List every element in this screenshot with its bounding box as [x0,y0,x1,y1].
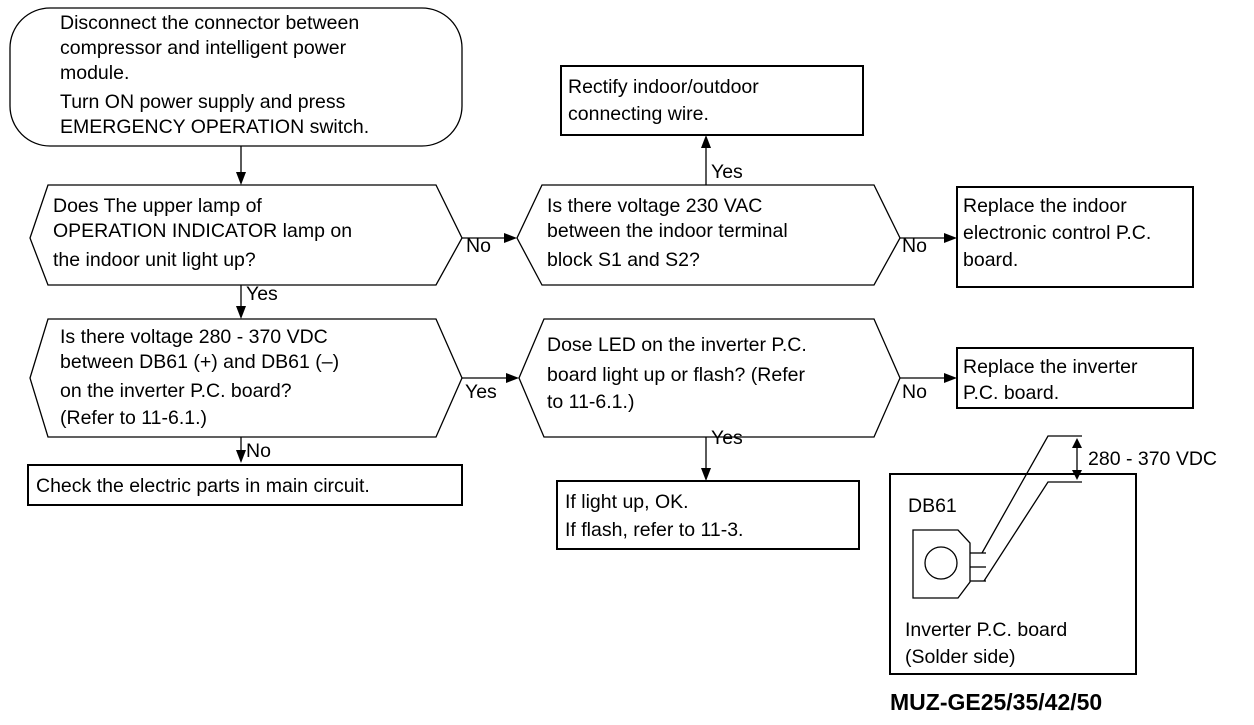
inverter-board-figure: DB61 280 - 370 VDC Inverter P.C. board (… [889,435,1217,675]
decision-voltage-ac-outline [516,184,901,286]
box-replace-inverter-text: Replace the inverter P.C. board. [963,356,1143,404]
start-terminal: Disconnect the connector between compres… [9,7,463,147]
decision-led-line-3: to 11-6.1.) [547,391,634,413]
label-no-led: No [902,381,927,403]
box-result-line-1: If light up, OK. [565,491,689,513]
box-rectify-line-2: connecting wire. [568,103,709,125]
db61-component-icon [912,529,986,599]
decision-voltage-ac: Is there voltage 230 VAC between the ind… [516,184,901,286]
decision-voltage-ac-line-3: block S1 and S2? [547,249,700,271]
board-voltage-label: 280 - 370 VDC [1088,448,1217,470]
board-caption-line-2: (Solder side) [905,646,1016,668]
start-line-3: module. [60,62,129,84]
label-no-voltage-ac: No [902,235,927,257]
decision-voltage-dc-line-4: (Refer to 11-6.1.) [60,407,207,429]
decision-voltage-ac-text: Is there voltage 230 VAC between the ind… [547,195,793,271]
start-line-5: EMERGENCY OPERATION switch. [60,116,369,138]
connector-lamp-yes: Yes [236,283,278,319]
box-replace-indoor-line-1: Replace the indoor [963,195,1127,217]
box-check: Check the electric parts in main circuit… [27,464,463,506]
decision-lamp: Does The upper lamp of OPERATION INDICAT… [29,184,463,286]
box-result-outline [556,480,860,550]
box-replace-indoor-text: Replace the indoor electronic control P.… [963,195,1157,271]
box-replace-indoor-outline [956,186,1194,288]
probe-lead-positive [981,435,1082,554]
decision-voltage-dc-line-2: between DB61 (+) and DB61 (–) [60,351,339,373]
probe-lead-negative [983,481,1082,582]
board-component-label: DB61 [908,495,957,517]
start-line-1: Disconnect the connector between [60,12,359,34]
probe-leads [981,435,1082,582]
connector-voltage-ac-no: No [900,233,957,257]
box-rectify-outline [560,65,864,136]
connector-start-to-lamp [236,146,246,185]
box-replace-inverter: Replace the inverter P.C. board. [956,347,1194,409]
box-replace-inverter-outline [956,347,1194,409]
board-caption: Inverter P.C. board (Solder side) [905,619,1073,668]
label-yes-led: Yes [711,427,743,449]
decision-lamp-line-2: OPERATION INDICATOR lamp on [53,220,352,242]
label-no-lamp: No [466,235,491,257]
connector-voltage-dc-no: No [236,437,271,463]
decision-voltage-ac-line-2: between the indoor terminal [547,220,788,242]
box-rectify-line-1: Rectify indoor/outdoor [568,76,759,98]
box-replace-indoor: Replace the indoor electronic control P.… [956,186,1194,288]
db61-hole [924,546,958,580]
decision-lamp-line-3: the indoor unit light up? [53,249,256,271]
decision-led-outline [518,318,901,438]
decision-voltage-dc-text: Is there voltage 280 - 370 VDC between D… [60,326,345,429]
box-replace-inverter-line-2: P.C. board. [963,382,1059,404]
decision-led: Dose LED on the inverter P.C. board ligh… [518,318,901,438]
box-result-text: If light up, OK. If flash, refer to 11-3… [565,491,743,541]
label-yes-voltage-ac: Yes [711,161,743,183]
box-rectify: Rectify indoor/outdoor connecting wire. [560,65,864,136]
box-result-line-2: If flash, refer to 11-3. [565,519,743,541]
box-replace-indoor-line-3: board. [963,249,1018,271]
decision-lamp-line-1: Does The upper lamp of [53,195,262,217]
start-terminal-text: Disconnect the connector between compres… [60,12,369,138]
decision-lamp-outline [29,184,463,286]
decision-voltage-ac-line-1: Is there voltage 230 VAC [547,195,762,217]
box-check-outline [27,464,463,506]
label-no-voltage-dc: No [246,440,271,462]
box-check-text: Check the electric parts in main circuit… [36,475,370,497]
decision-voltage-dc-line-1: Is there voltage 280 - 370 VDC [60,326,328,348]
start-terminal-outline [9,7,463,147]
connector-voltage-ac-yes: Yes [701,135,743,185]
decision-led-line-2: board light up or flash? (Refer [547,364,805,386]
connector-voltage-dc-yes: Yes [462,373,519,403]
model-label: MUZ-GE25/35/42/50 [890,689,1102,715]
voltage-dimension-arrow [1072,438,1082,480]
decision-led-text: Dose LED on the inverter P.C. board ligh… [547,334,812,413]
connector-led-no: No [900,373,957,403]
label-yes-voltage-dc: Yes [465,381,497,403]
box-replace-indoor-line-2: electronic control P.C. [963,222,1151,244]
connector-lamp-no: No [462,233,517,257]
box-result: If light up, OK. If flash, refer to 11-3… [556,480,860,550]
start-line-2: compressor and intelligent power [60,37,347,59]
box-rectify-text: Rectify indoor/outdoor connecting wire. [568,76,764,125]
decision-voltage-dc-outline [29,318,463,438]
decision-led-line-1: Dose LED on the inverter P.C. [547,334,807,356]
decision-lamp-text: Does The upper lamp of OPERATION INDICAT… [53,195,357,271]
decision-voltage-dc: Is there voltage 280 - 370 VDC between D… [29,318,463,438]
label-yes-lamp: Yes [246,283,278,305]
decision-voltage-dc-line-3: on the inverter P.C. board? [60,380,292,402]
connector-led-yes: Yes [701,427,743,481]
board-caption-line-1: Inverter P.C. board [905,619,1067,641]
box-replace-inverter-line-1: Replace the inverter [963,356,1138,378]
start-line-4: Turn ON power supply and press [60,91,346,113]
